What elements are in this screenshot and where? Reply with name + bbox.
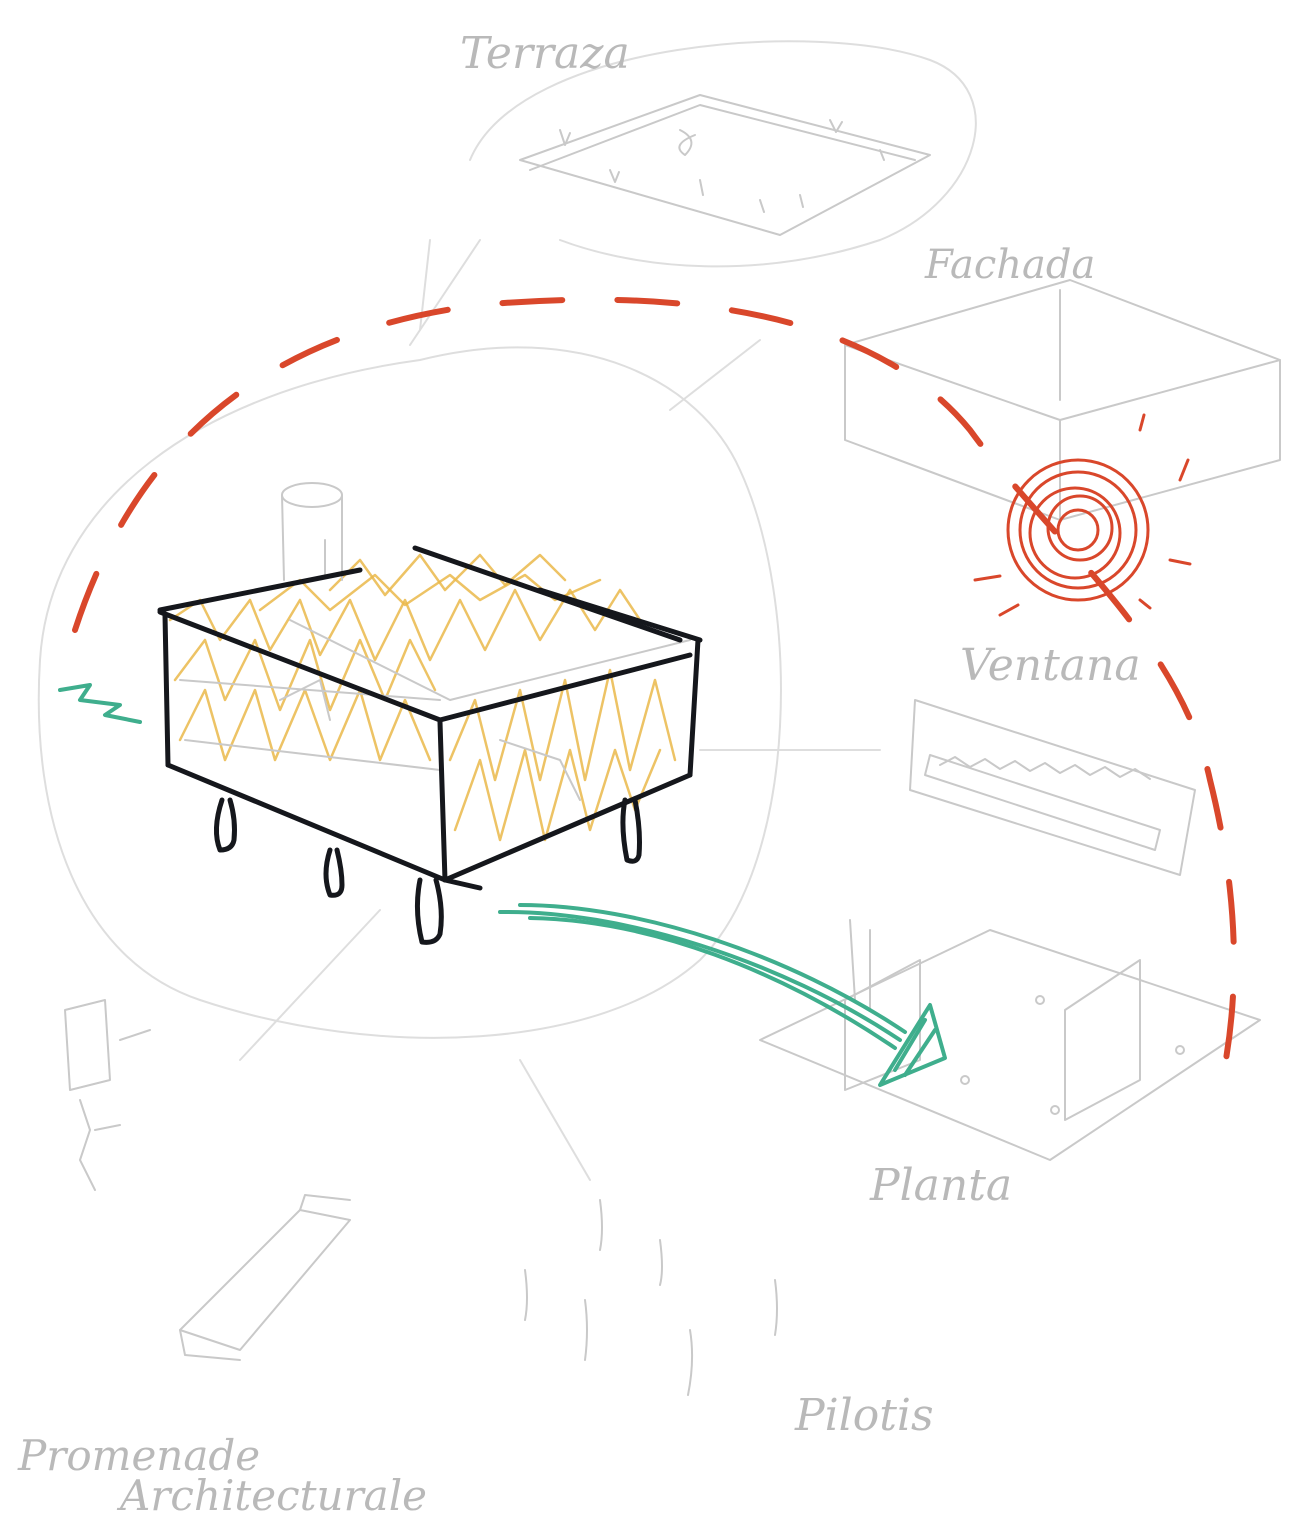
sun-path [75, 300, 1234, 1090]
chimney-sketch [282, 483, 342, 580]
label-pilotis: Pilotis [794, 1390, 934, 1441]
ventana-sketch [910, 700, 1195, 875]
label-ventana: Ventana [960, 640, 1141, 691]
connector-lines [240, 240, 880, 1180]
label-terraza: Terraza [460, 28, 630, 79]
stair-doodle [65, 1000, 150, 1190]
terraza-sketch [520, 95, 930, 235]
pilotis-sketch [525, 1200, 777, 1395]
entry-mark [60, 685, 140, 722]
main-volume [160, 548, 700, 942]
label-fachada: Fachada [924, 242, 1095, 288]
planta-sketch [760, 920, 1260, 1160]
sun-icon [975, 415, 1190, 615]
label-planta: Planta [869, 1160, 1012, 1211]
label-promenade-line2: Architecturale [116, 1471, 427, 1520]
fachada-sketch [845, 280, 1280, 520]
promenade-sketch [180, 1195, 350, 1360]
